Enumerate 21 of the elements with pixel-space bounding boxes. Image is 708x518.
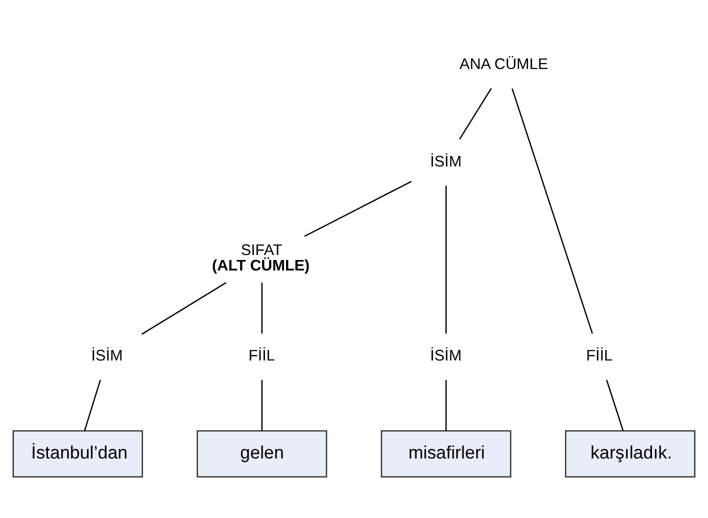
connector: [606, 379, 624, 430]
connector: [445, 185, 447, 334]
node-text: ANA CÜMLE: [459, 56, 548, 73]
node-text: İSİM: [430, 347, 462, 364]
node-text: SIFAT (ALT CÜMLE): [212, 242, 310, 274]
connector: [261, 379, 263, 430]
node-text: İSİM: [91, 347, 123, 364]
connector: [512, 88, 593, 334]
connector: [459, 88, 492, 140]
connector: [261, 282, 263, 334]
node-box: gelen: [196, 430, 328, 478]
node-text: FİİL: [586, 347, 612, 364]
node-box: karşıladık.: [565, 430, 696, 478]
connector: [84, 379, 101, 430]
node-box: misafirleri: [380, 430, 512, 478]
connector: [445, 379, 447, 430]
connector: [142, 282, 226, 334]
node-box: İstanbul’dan: [12, 430, 143, 478]
node-text: FİİL: [248, 347, 275, 364]
connector: [304, 180, 412, 236]
node-text: İSİM: [430, 152, 462, 170]
